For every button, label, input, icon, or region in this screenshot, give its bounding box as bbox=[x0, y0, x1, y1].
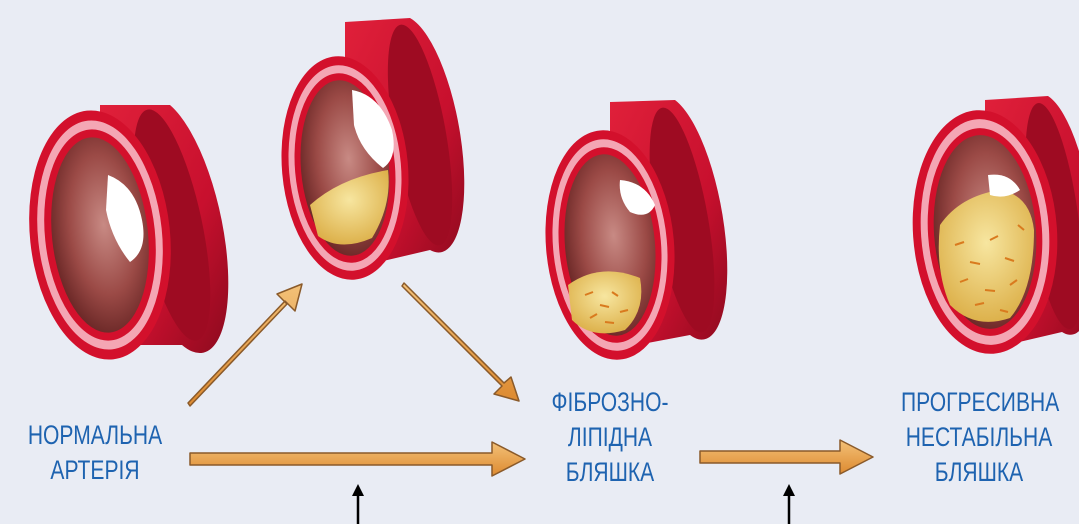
arrow-normal-to-plaque bbox=[190, 442, 525, 476]
pointer-arrow-left bbox=[352, 484, 364, 524]
arrow-lesion-to-plaque bbox=[402, 283, 519, 401]
artery-normal bbox=[17, 103, 228, 366]
label-normal-artery: НОРМАЛЬНА АРТЕРІЯ bbox=[21, 418, 169, 488]
label-progressive-plaque: ПРОГРЕСИВНА НЕСТАБІЛЬНА БЛЯШКА bbox=[901, 385, 1057, 490]
artery-progressive-plaque bbox=[905, 96, 1079, 359]
label-fibro-lipid-plaque: ФІБРОЗНО- ЛІПІДНА БЛЯШКА bbox=[540, 385, 680, 490]
arrow-plaque-to-progressive bbox=[700, 440, 873, 474]
artery-fibro-lipid-plaque bbox=[536, 100, 727, 365]
pointer-arrow-right bbox=[783, 484, 795, 524]
artery-early-lesion bbox=[272, 18, 465, 285]
